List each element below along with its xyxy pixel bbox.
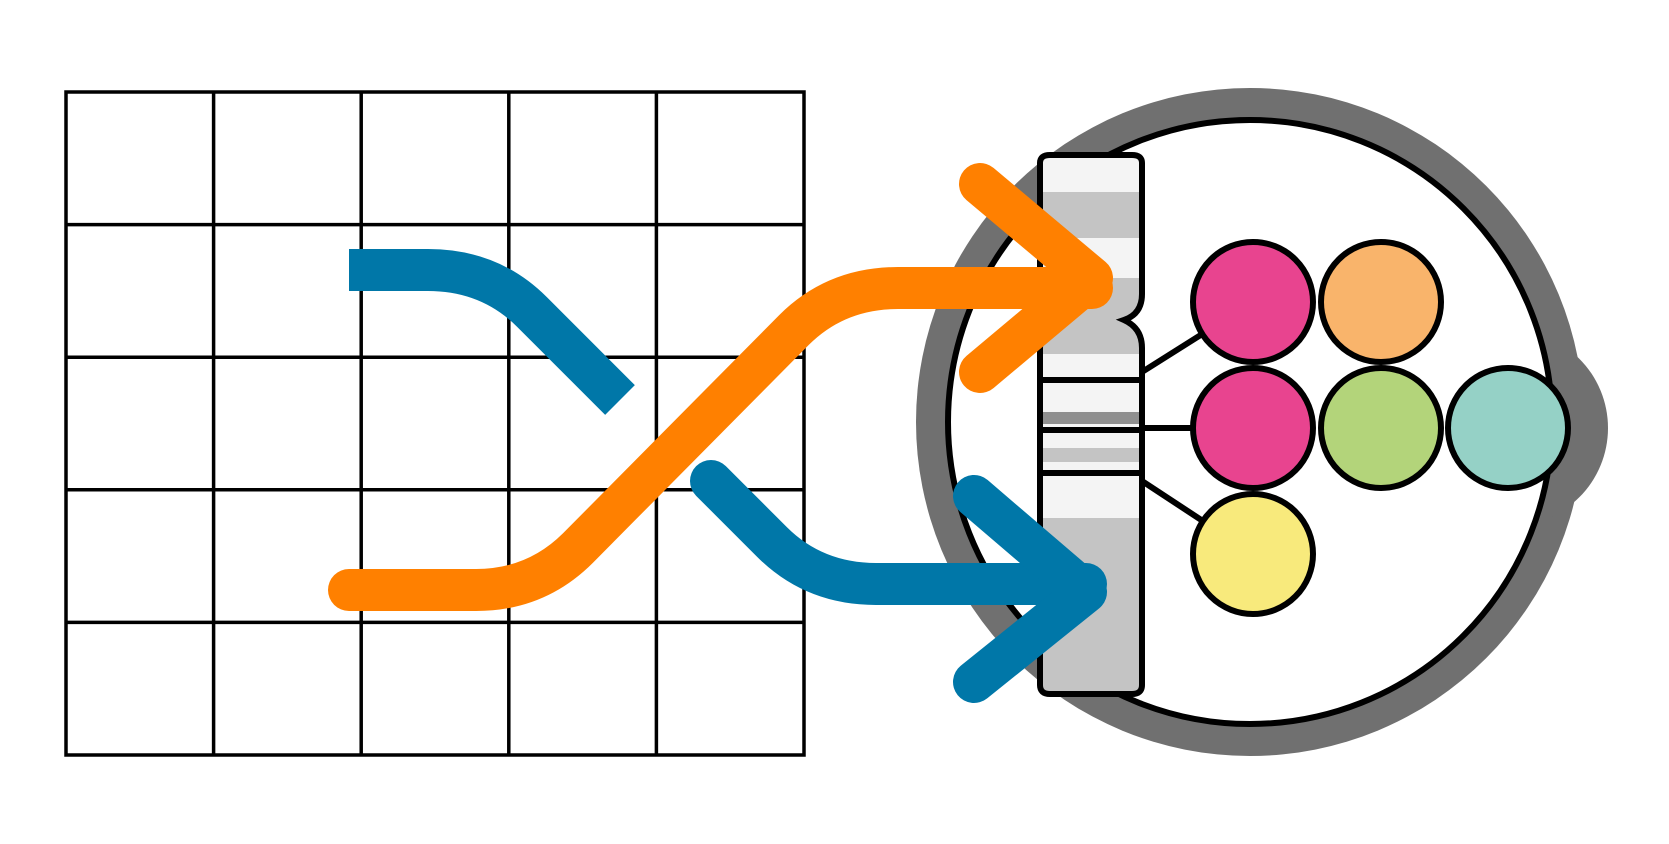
- green-node: [1318, 365, 1444, 491]
- chromosome-dark-band: [1040, 412, 1142, 424]
- blue-arrow-start: [349, 249, 635, 415]
- orange-node: [1318, 239, 1444, 365]
- chromosome-band: [1040, 448, 1142, 462]
- yellow-node: [1190, 491, 1316, 617]
- magenta-node-top: [1190, 239, 1316, 365]
- orange-arrowhead: [959, 163, 1113, 393]
- crossing-arrows: [328, 163, 1113, 703]
- magenta-node-middle: [1190, 365, 1316, 491]
- grid-frame: [64, 90, 806, 757]
- orange-arrow-path: [328, 267, 1113, 611]
- cluster-nodes: [1190, 239, 1571, 617]
- blue-arrow-end: [690, 460, 1107, 605]
- blue-arrowhead: [953, 475, 1107, 703]
- teal-node: [1445, 365, 1571, 491]
- grid-table: [64, 90, 806, 757]
